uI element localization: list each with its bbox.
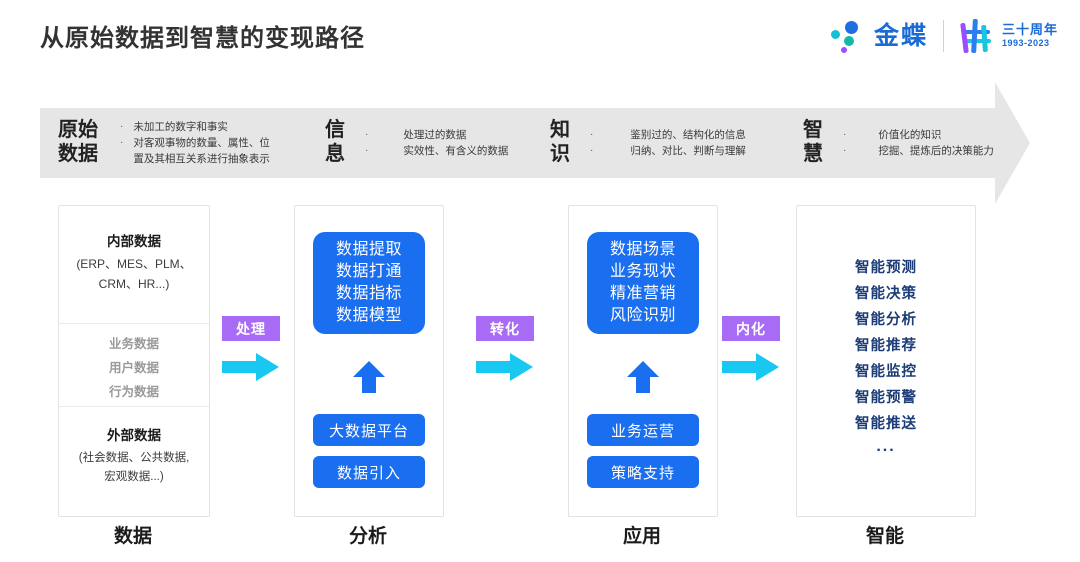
connector-process: 处理 [222,316,280,387]
anniversary-badge: 三十周年 1993-2023 [959,18,1058,54]
column-data-box: 内部数据 (ERP、MES、PLM、 CRM、HR...) 业务数据 用户数据 … [58,205,210,517]
column-label-data: 数据 [113,526,152,547]
intelligence-item: 智能决策 [855,286,917,302]
banner-bullet: · 挖掘、提炼后的决策能力 [843,143,994,159]
dikw-banner-arrow: 原始 数据 · 未加工的数字和事实 · 对客观事物的数量、属性、位 置及其相互关… [40,82,1030,204]
right-arrow-icon [476,353,533,381]
banner-bullet: · 价值化的知识 [843,127,994,143]
logo-divider [942,20,944,52]
column-intelligence-box: 智能预测 智能决策 智能分析 智能推荐 智能监控 智能预警 智能推送 ... [796,205,976,517]
connector-transform: 转化 [476,316,534,387]
banner-bullet-text: 未加工的数字和事实 [133,120,228,133]
external-data-detail: (社会数据、公共数据, 宏观数据...) [78,452,190,483]
right-arrow-icon [722,353,779,381]
banner-stage-title: 信 息 [325,119,345,165]
logo-dots-icon [829,19,865,53]
connector-internalize: 内化 [722,316,780,387]
external-data-heading: 外部数据 [107,428,161,443]
anniversary-label: 三十周年 [1001,22,1058,38]
banner-bullet-text: 归纳、对比、判断与理解 [630,145,746,157]
right-arrow-icon [222,353,279,381]
banner-bullet-text: 鉴别过的、结构化的信息 [630,128,746,141]
section-divider [59,323,209,324]
middle-data-item: 用户数据 [108,360,159,375]
anniversary-years: 1993-2023 [1001,38,1050,49]
bullet-dot-icon: · [120,136,124,148]
banner-stage-wisdom: 智 慧 · 价值化的知识 · 挖掘、提炼后的决策能力 [803,108,994,178]
column-label-application: 应用 [622,526,661,547]
bullet-dot-icon: · [843,128,847,140]
banner-bullet-text: 价值化的知识 [878,128,942,141]
anniversary-mark-icon [959,18,995,54]
column-application-box: 数据场景 业务现状 精准营销 风险识别 业务运营 策略支持 [568,205,718,517]
connector-label-process: 处理 [222,316,280,341]
intelligence-item: 智能预警 [855,390,917,406]
intelligence-item: 智能分析 [855,312,917,328]
banner-bullet: · 实效性、有含义的数据 [365,143,508,159]
external-data-section: 外部数据 (社会数据、公共数据, 宏观数据...) [59,424,209,487]
intelligence-ellipsis: ... [876,438,896,455]
banner-bullet-text: 对客观事物的数量、属性、位 置及其相互关系进行抽象表示 [133,136,270,166]
column-label-analysis: 分析 [348,526,387,547]
banner-bullet: · 处理过的数据 [365,127,508,143]
bullet-dot-icon: · [590,128,594,140]
bullet-dot-icon: · [120,120,124,132]
banner-stage-knowledge: 知 识 · 鉴别过的、结构化的信息 · 归纳、对比、判断与理解 [550,108,746,178]
banner-bullet: · 归纳、对比、判断与理解 [590,143,746,159]
application-pill-operations[interactable]: 业务运营 [587,414,699,446]
internal-data-section: 内部数据 (ERP、MES、PLM、 CRM、HR...) [59,230,209,295]
analysis-pill-platform[interactable]: 大数据平台 [313,414,425,446]
bullet-dot-icon: · [843,145,847,156]
connector-label-transform: 转化 [476,316,534,341]
bullet-dot-icon: · [365,145,369,156]
banner-bullet: · 未加工的数字和事实 [120,119,270,135]
banner-bullet: · 对客观事物的数量、属性、位 置及其相互关系进行抽象表示 [120,135,270,168]
bullet-dot-icon: · [590,145,594,156]
banner-bullet: · 鉴别过的、结构化的信息 [590,127,746,143]
intelligence-item: 智能预测 [855,260,917,276]
logo-brand-text: 金蝶 [873,21,928,50]
column-label-intelligence: 智能 [865,526,904,547]
internal-data-heading: 内部数据 [107,234,161,249]
up-arrow-icon [627,361,659,393]
up-arrow-icon [353,361,385,393]
analysis-pill-ingest[interactable]: 数据引入 [313,456,425,488]
banner-bullet-text: 实效性、有含义的数据 [403,145,509,157]
intelligence-item: 智能推送 [855,416,917,432]
middle-data-item: 行为数据 [108,384,159,399]
analysis-main-card: 数据提取 数据打通 数据指标 数据模型 [313,232,425,334]
kingdee-logo: 金蝶 三十周年 1993-2023 [829,18,1058,54]
banner-stage-information: 信 息 · 处理过的数据 · 实效性、有含义的数据 [325,108,508,178]
banner-stage-title: 原始 数据 [58,119,98,165]
intelligence-item: 智能推荐 [855,338,917,354]
banner-stage-title: 智 慧 [803,119,823,165]
intelligence-item: 智能监控 [855,364,917,380]
banner-stage-title: 知 识 [550,119,570,165]
middle-data-section: 业务数据 用户数据 行为数据 [59,333,209,404]
middle-data-item: 业务数据 [108,337,159,351]
application-main-card: 数据场景 业务现状 精准营销 风险识别 [587,232,699,334]
banner-bullet-text: 处理过的数据 [403,128,467,141]
banner-stage-raw-data: 原始 数据 · 未加工的数字和事实 · 对客观事物的数量、属性、位 置及其相互关… [58,108,270,178]
section-divider [59,406,209,407]
column-analysis-box: 数据提取 数据打通 数据指标 数据模型 大数据平台 数据引入 [294,205,444,517]
internal-data-detail: (ERP、MES、PLM、 CRM、HR...) [76,257,192,291]
application-pill-strategy[interactable]: 策略支持 [587,456,699,488]
bullet-dot-icon: · [365,128,369,140]
page-title: 从原始数据到智慧的变现路径 [40,25,365,52]
banner-bullet-text: 挖掘、提炼后的决策能力 [878,145,994,157]
connector-label-internalize: 内化 [722,316,780,341]
